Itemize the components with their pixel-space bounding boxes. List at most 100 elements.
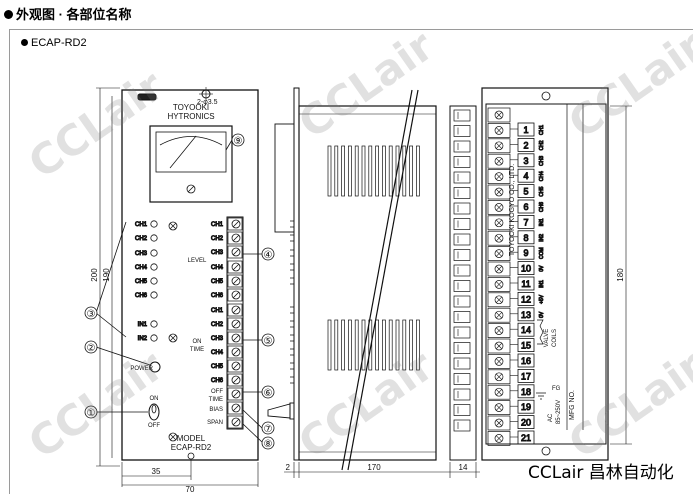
led-label: CH5	[135, 279, 148, 285]
terminal-cell	[487, 354, 511, 369]
potentiometer-icon[interactable]	[231, 233, 241, 243]
rear-view: 123456789101112131415161718192021CH1CH2C…	[481, 87, 609, 461]
terminal-screw-icon[interactable]	[494, 372, 504, 382]
led-icon	[150, 220, 158, 228]
terminal-screw-icon[interactable]	[494, 341, 504, 351]
terminal-number: 21	[521, 433, 531, 443]
meter-needle-icon	[169, 135, 197, 169]
terminal-screw-icon[interactable]	[494, 434, 504, 443]
nub-icon	[290, 277, 295, 285]
nub-icon	[290, 334, 295, 342]
led-label: CH6	[135, 293, 148, 299]
terminal-cell	[487, 338, 511, 354]
panel-nubs	[290, 220, 295, 384]
terminal-screw-icon[interactable]	[494, 249, 504, 258]
callout-leaders	[95, 139, 263, 443]
terminal-screw-icon[interactable]	[494, 326, 504, 335]
power-switch-icon[interactable]	[148, 403, 160, 421]
potentiometer-icon[interactable]	[231, 276, 241, 286]
terminal-screw-icon[interactable]	[494, 357, 504, 366]
terminal-screw-icon[interactable]	[494, 141, 504, 151]
potentiometer-icon[interactable]	[231, 219, 241, 229]
pot-slot	[227, 401, 243, 415]
pot-slot	[227, 303, 243, 317]
terminal-signal: 0V	[539, 311, 545, 318]
terminal-screw-icon[interactable]	[494, 218, 504, 228]
terminal-screw-icon[interactable]	[494, 203, 504, 212]
potentiometer-icon[interactable]	[231, 333, 241, 343]
terminal-number: 1	[523, 125, 528, 135]
ontime-channel-label: CH5	[211, 364, 224, 370]
potentiometer-icon[interactable]	[231, 262, 241, 272]
terminal-screw-icon[interactable]	[494, 110, 504, 120]
vent-slot	[334, 319, 339, 371]
potentiometer-icon[interactable]	[231, 290, 241, 300]
dim-width-total: 70	[186, 485, 195, 493]
callout-1: ①	[87, 408, 96, 419]
meter	[149, 125, 233, 203]
pot-slot	[227, 260, 243, 274]
terminal-number-box	[517, 184, 535, 199]
pot-slot	[227, 331, 243, 345]
dim-height-inner: 190	[102, 268, 111, 282]
terminal-signal: CH5	[539, 186, 545, 196]
terminal-signal: CH1	[539, 125, 545, 135]
terminal-number: 15	[521, 341, 531, 351]
terminal-screw-icon[interactable]	[494, 264, 504, 274]
side-terminal	[453, 140, 471, 153]
terminal-screw-icon[interactable]	[494, 387, 504, 397]
input-led-label: IN1	[138, 322, 148, 328]
potentiometer-icon[interactable]	[231, 247, 241, 257]
nub-icon	[290, 306, 295, 314]
terminal-screw-icon[interactable]	[494, 187, 504, 197]
terminal-screw-icon[interactable]	[494, 280, 504, 289]
terminal-screw-icon[interactable]	[494, 126, 504, 135]
potentiometer-icon[interactable]	[231, 417, 241, 427]
terminal-signal: CH6	[539, 202, 545, 212]
company-name: TOYOOKI KOGYO CO., LTD.	[509, 164, 516, 256]
terminal-number-box	[517, 353, 535, 368]
side-terminal	[453, 249, 471, 261]
terminal-cell	[487, 277, 511, 292]
input-led-label: IN2	[138, 336, 148, 342]
terminal-screw-icon[interactable]	[494, 156, 504, 166]
potentiometer-icon[interactable]	[231, 375, 241, 385]
valve-label: VALVE	[544, 329, 550, 347]
level-channel-label: CH4	[211, 265, 224, 271]
dim-side-right: 14	[459, 463, 468, 472]
potentiometer-icon[interactable]	[231, 347, 241, 357]
pot-slot	[227, 288, 243, 302]
terminal-screw-icon[interactable]	[494, 295, 504, 305]
screw-icon	[168, 221, 178, 231]
terminal-cell	[487, 169, 511, 184]
potentiometer-icon[interactable]	[231, 403, 241, 413]
vent-slot	[334, 145, 339, 197]
terminal-screw-icon[interactable]	[494, 418, 504, 428]
vent-slot	[368, 319, 373, 371]
potentiometer-icon[interactable]	[231, 305, 241, 315]
side-terminal	[453, 202, 471, 215]
vent-slot	[382, 145, 386, 197]
ontime-label2: TIME	[190, 347, 204, 353]
terminal-screw-icon[interactable]	[494, 403, 504, 412]
mfg-no: MFG NO.	[569, 390, 576, 420]
callout-6: ⑥	[264, 388, 273, 399]
potentiometer-icon[interactable]	[231, 319, 241, 329]
model-line2: ECAP-RD2	[171, 443, 212, 452]
bias-label: BIAS	[209, 407, 223, 413]
vent-slot	[348, 145, 352, 197]
side-terminal	[453, 125, 471, 137]
terminal-screw-icon[interactable]	[494, 233, 504, 243]
ac-label: AC	[548, 413, 554, 422]
potentiometer-icon[interactable]	[231, 361, 241, 371]
side-terminal	[453, 171, 471, 184]
terminal-number-box	[517, 430, 535, 445]
terminal-screw-icon[interactable]	[494, 172, 504, 181]
switch-on-label: ON	[150, 396, 159, 402]
potentiometer-icon[interactable]	[231, 389, 241, 399]
led-icon	[150, 320, 158, 328]
vent-slot	[409, 319, 413, 371]
front-panel-text: 2-φ3.5 TOYOOKI HYTRONICS POWER ON OFF MO…	[130, 99, 223, 452]
terminal-screw-icon[interactable]	[494, 310, 504, 320]
